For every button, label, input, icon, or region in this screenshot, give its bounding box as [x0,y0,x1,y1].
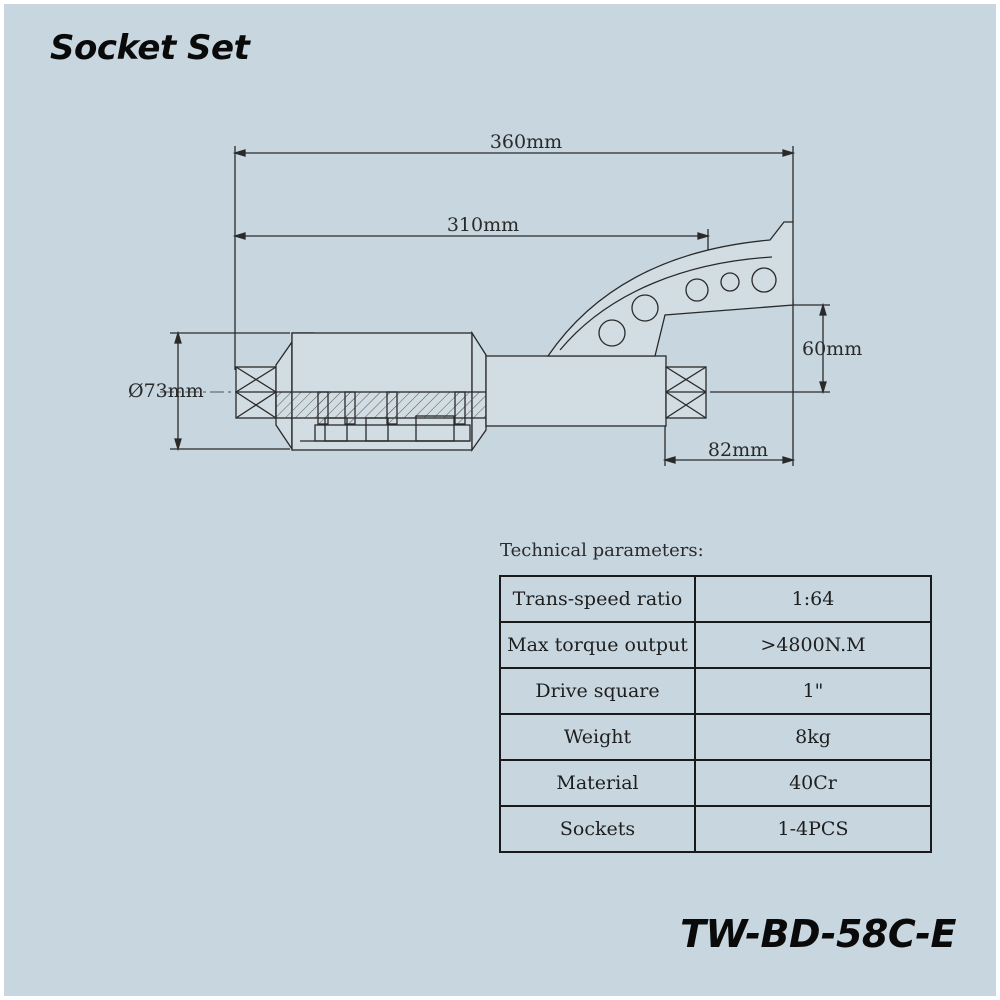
output-shaft [485,355,667,427]
param-label: Trans-speed ratio [499,575,696,623]
page-title: Socket Set [50,28,250,68]
dimension-310-label: 310mm [447,214,519,236]
table-row: Max torque output >4800N.M [499,621,932,669]
param-value: 40Cr [694,759,932,807]
param-value: 1:64 [694,575,932,623]
param-value: 1" [694,667,932,715]
table-row: Drive square 1" [499,667,932,715]
param-label: Drive square [499,667,696,715]
param-label: Material [499,759,696,807]
reaction-arm [546,221,794,357]
param-label: Sockets [499,805,696,853]
parameters-table: Trans-speed ratio 1:64 Max torque output… [499,575,932,853]
left-socket [235,366,277,419]
dimension-diameter-line [170,330,290,452]
dimension-82-line [662,300,796,466]
table-row: Trans-speed ratio 1:64 [499,575,932,623]
param-value: 1-4PCS [694,805,932,853]
dimension-60-line [710,302,830,395]
dimension-82-label: 82mm [708,439,768,461]
dimension-diameter-label: Ø73mm [128,380,204,402]
table-row: Material 40Cr [499,759,932,807]
param-value: 8kg [694,713,932,761]
parameters-caption: Technical parameters: [500,540,704,561]
param-value: >4800N.M [694,621,932,669]
table-row: Weight 8kg [499,713,932,761]
param-label: Weight [499,713,696,761]
dimension-60-label: 60mm [802,338,862,360]
param-label: Max torque output [499,621,696,669]
model-number: TW-BD-58C-E [680,912,956,956]
right-socket [665,366,707,419]
table-row: Sockets 1-4PCS [499,805,932,853]
dimension-360-label: 360mm [490,131,562,153]
